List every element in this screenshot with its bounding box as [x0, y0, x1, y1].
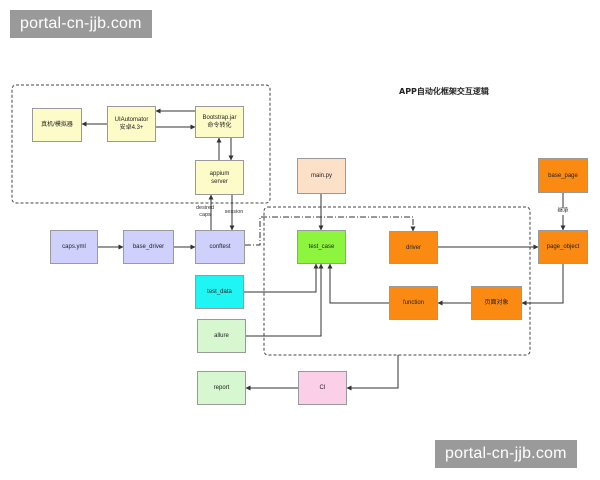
- desired-caps-line1: desired: [195, 205, 215, 211]
- appium-server-node: appium server: [195, 160, 244, 195]
- test-case-node: test_case: [297, 230, 346, 264]
- device-label: 真机/模拟器: [41, 122, 73, 128]
- ci-node: CI: [298, 371, 347, 405]
- test-case-label: test_case: [308, 244, 335, 250]
- allure-label: allure: [214, 333, 229, 339]
- appium-line1: appium: [209, 170, 230, 177]
- conftest-node: conftest: [195, 230, 245, 264]
- main-py-node: main.py: [297, 158, 346, 194]
- desired-caps-label: desired caps: [192, 205, 218, 219]
- watermark-bottom: portal-cn-jjb.com: [435, 440, 577, 468]
- diagram-title: APP自动化框架交互逻辑: [399, 87, 489, 96]
- page-object-label: page_object: [546, 244, 580, 250]
- base-page-label: base_page: [548, 172, 578, 179]
- page-action-node: 页面对象: [471, 286, 522, 320]
- bootstrap-line1: Bootstrap.jar: [202, 115, 237, 121]
- test-data-label: test_data: [207, 289, 232, 295]
- page-action-label: 页面对象: [484, 300, 509, 306]
- desired-caps-line2: caps: [199, 212, 211, 218]
- device-group-border: [11, 84, 271, 204]
- appium-line2: server: [211, 178, 228, 185]
- caps-label: caps.yml: [62, 244, 86, 250]
- function-label: function: [402, 300, 424, 306]
- uiautomator-line1: UIAutomator: [114, 117, 149, 123]
- function-node: function: [389, 286, 438, 320]
- allure-node: allure: [197, 319, 246, 353]
- report-label: report: [213, 385, 230, 391]
- base-driver-node: base_driver: [123, 230, 174, 264]
- inherit-label: 继承: [553, 208, 573, 215]
- uiautomator-line2: 安卓4.3+: [119, 125, 144, 131]
- driver-label: driver: [405, 244, 421, 251]
- session-label: session: [224, 209, 244, 215]
- main-label: main.py: [310, 173, 332, 179]
- report-node: report: [197, 371, 246, 405]
- page-object-node: page_object: [538, 230, 588, 264]
- conftest-label: conftest: [209, 244, 231, 250]
- base-page-node: base_page: [538, 158, 588, 193]
- uiautomator-node: UIAutomator 安卓4.3+: [107, 106, 156, 142]
- base-driver-label: base_driver: [132, 244, 165, 250]
- watermark-top: portal-cn-jjb.com: [10, 10, 152, 38]
- test-data-node: test_data: [195, 275, 244, 309]
- bootstrap-line2: 命令转化: [207, 123, 232, 129]
- caps-yml-node: caps.yml: [50, 230, 98, 264]
- device-node: 真机/模拟器: [32, 108, 82, 142]
- bootstrap-node: Bootstrap.jar 命令转化: [195, 106, 244, 138]
- driver-node: driver: [389, 231, 438, 264]
- ci-label: CI: [319, 385, 326, 391]
